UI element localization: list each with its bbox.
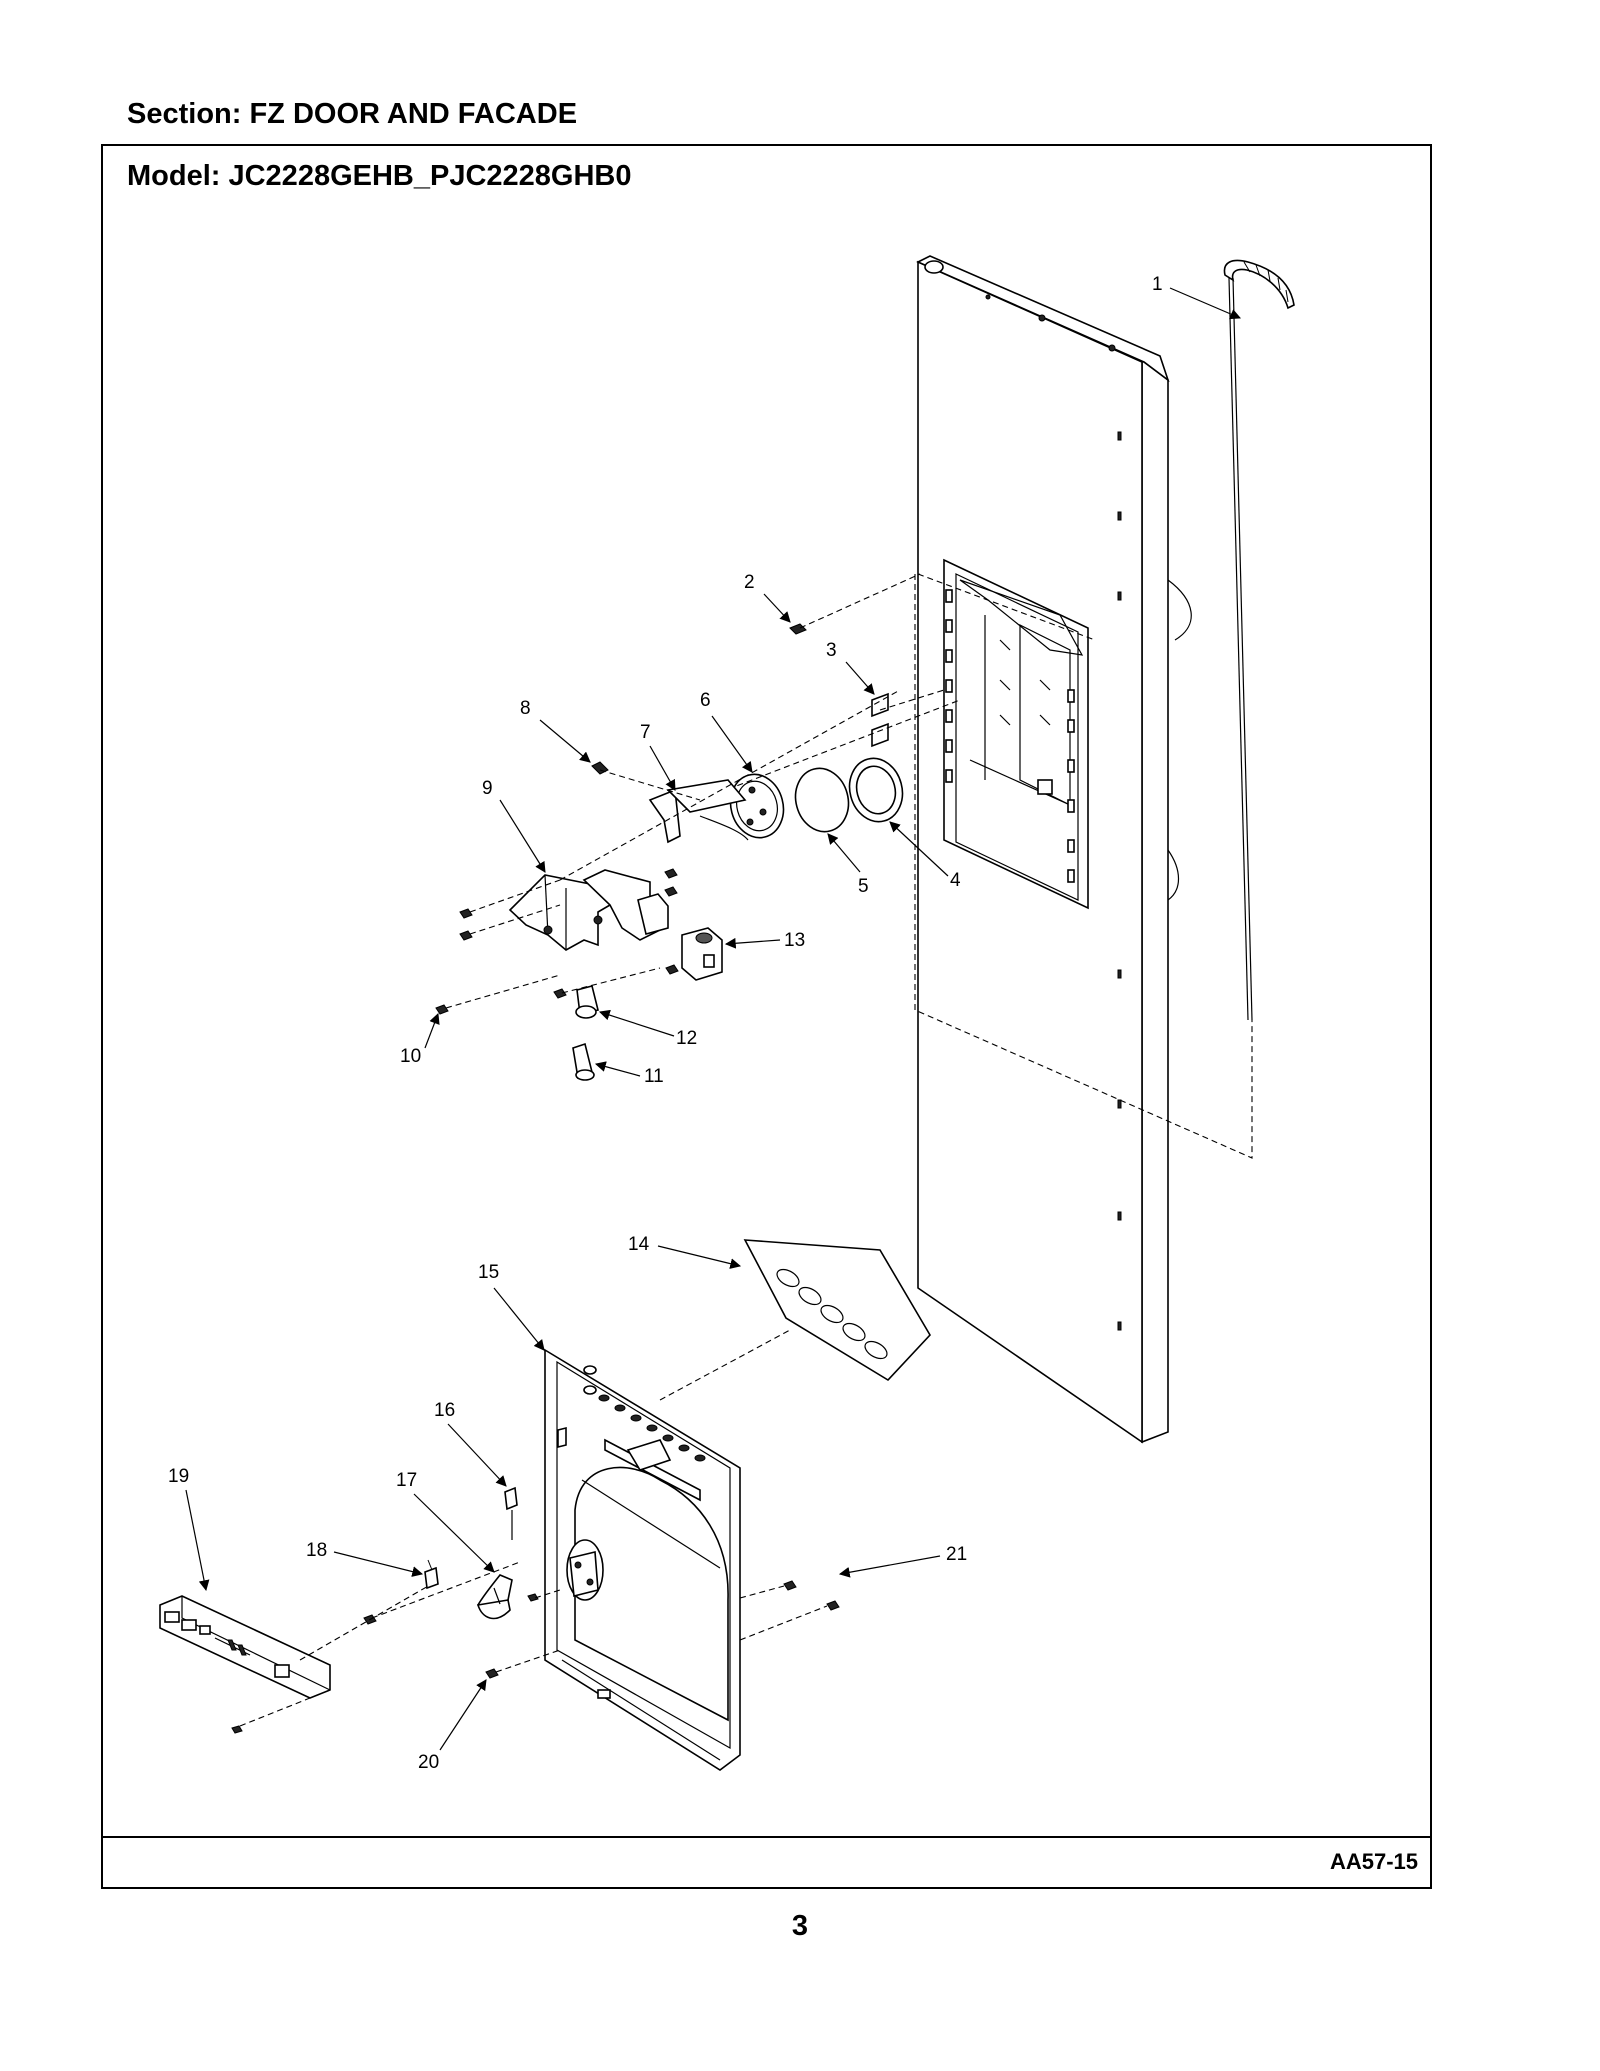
callout-16: 16 bbox=[434, 1400, 507, 1487]
callout-2: 2 bbox=[744, 572, 791, 623]
part-4-ring bbox=[848, 757, 904, 823]
door-hinge-marks bbox=[1117, 431, 1122, 1331]
callout-8: 8 bbox=[520, 698, 591, 763]
callout-label: 8 bbox=[520, 698, 531, 719]
part-5-lens bbox=[794, 767, 850, 833]
callout-21: 21 bbox=[838, 1544, 967, 1578]
callout-9: 9 bbox=[482, 778, 546, 873]
callout-12: 12 bbox=[598, 1009, 697, 1049]
callout-label: 6 bbox=[700, 690, 711, 711]
callout-11: 11 bbox=[594, 1061, 664, 1087]
callout-label: 11 bbox=[644, 1066, 664, 1087]
callout-label: 9 bbox=[482, 778, 493, 799]
callout-label: 16 bbox=[434, 1400, 455, 1421]
part-7-bracket bbox=[648, 779, 749, 844]
callout-label: 13 bbox=[784, 930, 805, 951]
callout-1: 1 bbox=[1152, 274, 1241, 320]
document-code: AA57-15 bbox=[1329, 1849, 1418, 1874]
diagram-frame bbox=[101, 144, 1432, 1889]
callout-5: 5 bbox=[827, 833, 869, 897]
freezer-door bbox=[914, 255, 1253, 1444]
callout-3: 3 bbox=[826, 640, 875, 695]
callout-18: 18 bbox=[306, 1540, 424, 1577]
part-2-screw bbox=[789, 623, 807, 635]
part-3-clips bbox=[799, 573, 945, 748]
callout-19: 19 bbox=[168, 1466, 210, 1592]
callout-10: 10 bbox=[400, 1012, 440, 1067]
callout-6: 6 bbox=[700, 690, 753, 773]
part-15-facade bbox=[544, 1348, 741, 1771]
callout-label: 4 bbox=[950, 870, 961, 891]
callout-14: 14 bbox=[628, 1234, 742, 1269]
callout-label: 3 bbox=[826, 640, 837, 661]
callout-label: 21 bbox=[946, 1544, 967, 1565]
callout-label: 17 bbox=[396, 1470, 417, 1491]
callout-label: 1 bbox=[1152, 274, 1163, 295]
callout-4: 4 bbox=[889, 821, 961, 891]
part-20-screw bbox=[485, 1649, 561, 1679]
callout-label: 12 bbox=[676, 1028, 697, 1049]
part-1-heater-tube bbox=[1223, 259, 1295, 1021]
part-12-fitting bbox=[553, 967, 661, 1019]
callout-label: 18 bbox=[306, 1540, 327, 1561]
callout-17: 17 bbox=[396, 1470, 495, 1573]
part-16-clip bbox=[504, 1486, 518, 1540]
part-10-screw bbox=[435, 974, 561, 1015]
callout-label: 15 bbox=[478, 1262, 499, 1283]
section-title: Section: FZ DOOR AND FACADE bbox=[127, 98, 578, 130]
callout-label: 10 bbox=[400, 1046, 421, 1067]
model-title: Model: JC2228GEHB_PJC2228GHB0 bbox=[127, 160, 632, 192]
part-17-actuator bbox=[476, 1574, 561, 1620]
page-number: 3 bbox=[791, 1910, 809, 1942]
part-11-nozzle bbox=[572, 1042, 595, 1081]
callout-13: 13 bbox=[724, 930, 805, 951]
part-21-screws bbox=[739, 1580, 840, 1641]
footer-divider bbox=[101, 1836, 1432, 1838]
callout-label: 19 bbox=[168, 1466, 189, 1487]
callout-7: 7 bbox=[640, 722, 676, 791]
part-19-control-board bbox=[159, 1584, 431, 1734]
callout-label: 7 bbox=[640, 722, 651, 743]
part-8-screw bbox=[591, 761, 701, 801]
part-9-chute-housing bbox=[459, 689, 901, 951]
callout-label: 20 bbox=[418, 1752, 439, 1773]
dispenser-recess bbox=[943, 558, 1089, 910]
part-6-light-base bbox=[699, 699, 961, 839]
part-14-overlay bbox=[659, 1239, 931, 1401]
callout-label: 2 bbox=[744, 572, 755, 593]
callout-20: 20 bbox=[418, 1679, 487, 1773]
callout-15: 15 bbox=[478, 1262, 545, 1351]
callout-label: 14 bbox=[628, 1234, 650, 1255]
callout-label: 5 bbox=[858, 876, 869, 897]
part-13-water-valve bbox=[665, 927, 723, 981]
